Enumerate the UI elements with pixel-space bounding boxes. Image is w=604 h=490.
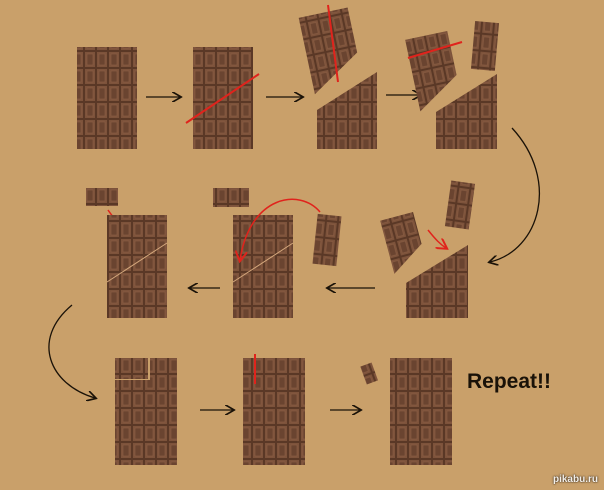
chocolate-bar-step-9 [243,358,305,465]
red-arrow [427,229,446,248]
chocolate-moved-piece-step-8 [115,358,148,379]
cut-line [327,4,339,83]
chocolate-bar-step-8-top [150,358,177,382]
repeat-caption: Repeat!! [467,370,552,393]
chocolate-bar-final [390,358,452,465]
chocolate-small-piece-step-6 [213,188,249,207]
seam-line [232,242,294,283]
chocolate-top-piece-step-5 [380,211,422,274]
chocolate-strip-step-4 [470,21,500,71]
chocolate-strip-step-6 [312,213,342,267]
chocolate-bar-step-8 [115,380,177,465]
red-arrow [240,198,321,260]
curved-arrow [490,127,540,262]
chocolate-strip-step-5 [444,180,476,230]
chocolate-bar-step-6 [233,215,293,318]
cut-line [185,73,260,124]
chocolate-bar-step-7 [107,215,167,318]
extra-chocolate-piece [360,362,379,385]
chocolate-small-piece-step-7 [86,188,118,206]
chocolate-top-piece-step-4 [405,30,457,112]
seam-line [106,242,168,283]
curved-arrow [48,304,95,398]
chocolate-bottom-piece-step-5 [406,245,468,318]
chocolate-bar-step-1 [77,47,137,149]
chocolate-bottom-piece-step-3 [317,72,377,149]
chocolate-top-piece-step-3 [298,7,358,95]
watermark: pikabu.ru [552,474,598,485]
cut-line [407,41,463,59]
chocolate-bottom-piece-step-4 [436,74,497,149]
